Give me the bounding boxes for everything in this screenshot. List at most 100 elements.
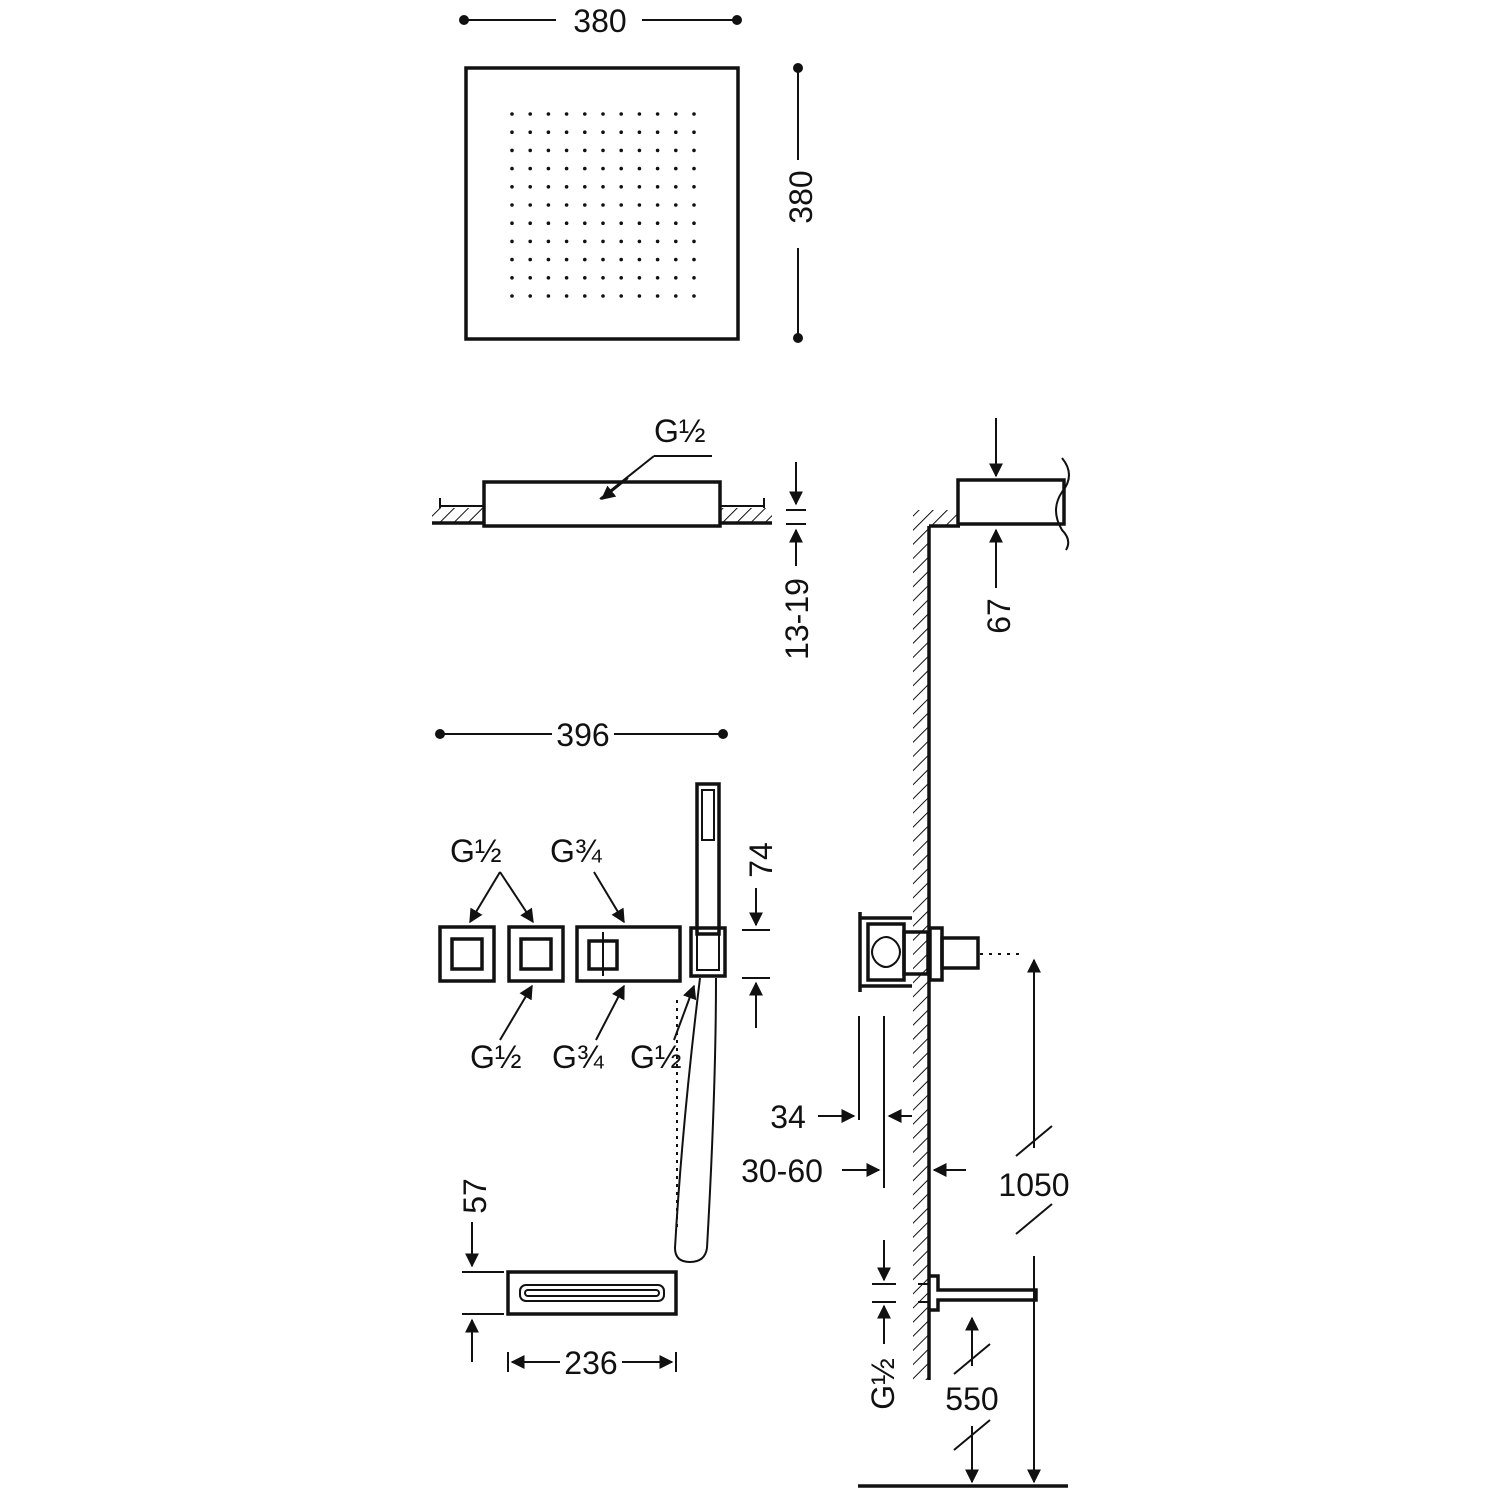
nozzle-dot xyxy=(528,203,532,207)
bath-spout-side xyxy=(918,1274,1038,1312)
nozzle-dot xyxy=(637,203,642,207)
nozzle-dot xyxy=(601,257,605,262)
stop-valve-2 xyxy=(507,925,565,983)
nozzle-dot xyxy=(528,239,532,244)
thread-label-top-mixer: G¾ xyxy=(550,833,625,924)
nozzle-dot xyxy=(528,166,532,171)
nozzle-dot xyxy=(619,294,623,298)
nozzle-dot xyxy=(692,221,696,225)
nozzle-dot xyxy=(601,130,605,134)
nozzle-dot xyxy=(564,257,569,262)
nozzle-dot xyxy=(546,185,551,189)
nozzle-dot xyxy=(692,239,696,244)
nozzle-dot xyxy=(655,130,660,134)
nozzle-dot xyxy=(510,148,514,153)
nozzle-dot xyxy=(637,239,642,244)
nozzle-dot xyxy=(674,166,678,171)
nozzle-dot xyxy=(674,257,678,262)
thread-label-head-inlet: G½ xyxy=(654,413,706,449)
dimension-height-1050: 1050 xyxy=(998,958,1070,1484)
nozzle-dot xyxy=(564,166,569,171)
nozzle-dot xyxy=(601,112,605,116)
nozzle-dot xyxy=(655,257,660,262)
nozzle-dot xyxy=(510,221,514,225)
nozzle-dot xyxy=(546,112,551,116)
dim-label-head-thickness: 67 xyxy=(981,598,1017,634)
dimension-spout-width: 236 xyxy=(507,1345,677,1381)
nozzle-dot xyxy=(601,276,605,280)
nozzle-dot xyxy=(510,112,514,116)
nozzle-dot xyxy=(692,294,696,298)
wall-section xyxy=(913,510,960,1380)
nozzle-dot xyxy=(528,185,532,189)
dim-label-ceiling-depth: 13-19 xyxy=(779,578,815,660)
dimension-panel-width: 396 xyxy=(435,717,728,753)
nozzle-dot xyxy=(674,148,678,153)
nozzle-dot xyxy=(546,130,551,134)
nozzle-dot xyxy=(637,221,642,225)
nozzle-dot xyxy=(655,166,660,171)
shower-head-top-view xyxy=(464,66,740,341)
nozzle-dot xyxy=(510,257,514,262)
nozzle-dot xyxy=(674,294,678,298)
nozzle-dot xyxy=(655,148,660,153)
nozzle-dot xyxy=(564,185,569,189)
dim-label-spout-width: 236 xyxy=(564,1345,617,1381)
nozzle-dot xyxy=(528,276,532,280)
nozzle-dot xyxy=(637,185,642,189)
nozzle-dot xyxy=(692,166,696,171)
nozzle-dot xyxy=(510,294,514,298)
nozzle-dot xyxy=(564,112,569,116)
nozzle-dot xyxy=(528,148,532,153)
dimension-handshower-height: 74 xyxy=(742,842,779,1028)
nozzle-dot xyxy=(510,203,514,207)
nozzle-dot xyxy=(637,294,642,298)
dim-label-wall-34: 34 xyxy=(770,1099,806,1135)
dim-label-panel-width: 396 xyxy=(556,717,609,753)
nozzle-dot xyxy=(564,294,569,298)
nozzle-dot xyxy=(655,276,660,280)
nozzle-dot xyxy=(655,221,660,225)
nozzle-dot xyxy=(583,148,587,153)
nozzle-dot xyxy=(637,112,642,116)
nozzle-dot xyxy=(546,294,551,298)
dimension-height-550: 550 xyxy=(945,1316,999,1484)
nozzle-dot xyxy=(546,148,551,153)
nozzle-dot xyxy=(601,239,605,244)
nozzle-dot xyxy=(655,185,660,189)
nozzle-dot xyxy=(619,148,623,153)
nozzle-dot xyxy=(546,239,551,244)
nozzle-dot xyxy=(674,112,678,116)
dim-label-top-height: 380 xyxy=(783,170,819,223)
svg-text:G½: G½ xyxy=(470,1039,522,1075)
nozzle-dot xyxy=(619,239,623,244)
nozzle-dot xyxy=(692,130,696,134)
nozzle-dot xyxy=(583,294,587,298)
nozzle-dot xyxy=(674,221,678,225)
nozzle-dot xyxy=(692,185,696,189)
nozzle-dot xyxy=(564,130,569,134)
nozzle-dot xyxy=(546,221,551,225)
nozzle-dot xyxy=(583,257,587,262)
nozzle-grid xyxy=(510,112,696,298)
nozzle-dot xyxy=(564,148,569,153)
nozzle-dot xyxy=(674,276,678,280)
nozzle-dot xyxy=(583,239,587,244)
nozzle-dot xyxy=(674,185,678,189)
thermostatic-mixer xyxy=(575,925,682,983)
nozzle-dot xyxy=(674,203,678,207)
nozzle-dot xyxy=(619,257,623,262)
nozzle-dot xyxy=(546,166,551,171)
svg-text:G½: G½ xyxy=(630,1039,682,1075)
nozzle-dot xyxy=(655,239,660,244)
nozzle-dot xyxy=(655,203,660,207)
nozzle-dot xyxy=(601,294,605,298)
nozzle-dot xyxy=(528,112,532,116)
nozzle-dot xyxy=(510,130,514,134)
dimension-wall-range: 30-60 xyxy=(741,1153,966,1189)
nozzle-dot xyxy=(546,276,551,280)
thread-label-top-left: G½ xyxy=(450,833,534,924)
nozzle-dot xyxy=(637,148,642,153)
nozzle-dot xyxy=(601,185,605,189)
dim-label-spout-thread: G½ xyxy=(865,1358,901,1410)
